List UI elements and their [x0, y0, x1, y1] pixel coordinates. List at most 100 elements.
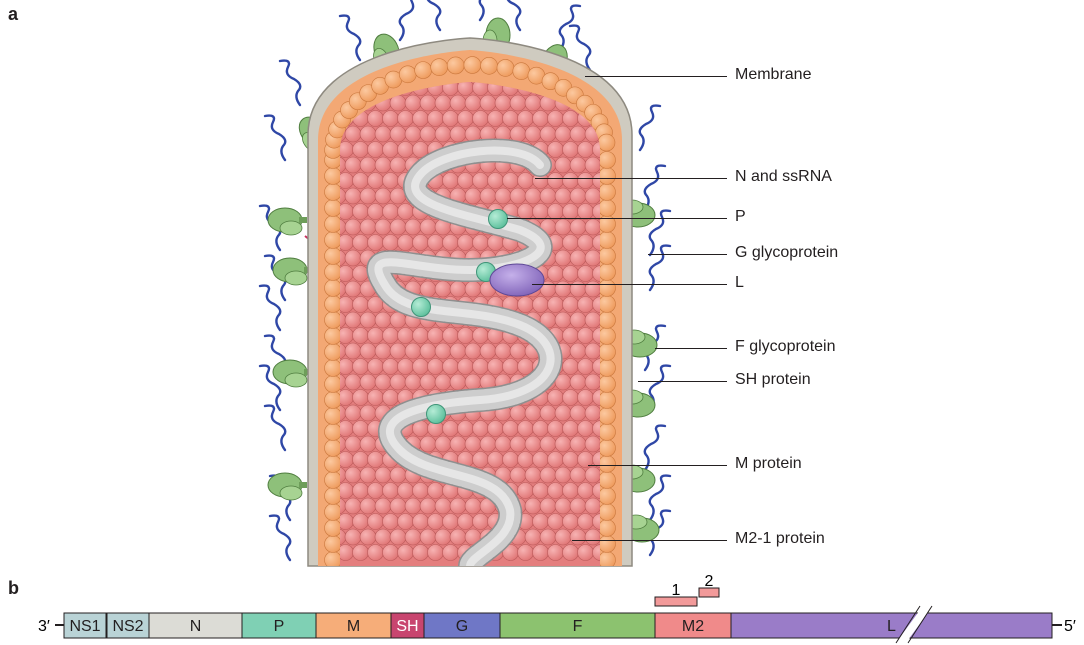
m-protein-sphere — [599, 520, 616, 537]
n-ssrna-leader — [535, 178, 727, 179]
m-protein-sphere — [599, 456, 616, 473]
gene-label-sh: SH — [396, 618, 418, 635]
f-glycoprotein — [273, 360, 312, 387]
m-protein-sphere — [325, 504, 342, 521]
m2-orf-label-2: 2 — [705, 573, 714, 590]
m-protein-sphere — [325, 408, 342, 425]
p-leader — [507, 218, 727, 219]
m-protein-sphere — [325, 200, 342, 217]
m-protein-sphere — [447, 57, 464, 74]
panel-b-letter: b — [8, 578, 19, 599]
m-protein-sphere — [599, 424, 616, 441]
m21-leader — [572, 540, 727, 541]
m-protein-sphere — [431, 59, 448, 76]
m-protein-sphere — [325, 312, 342, 329]
m2-orf-label-1: 1 — [672, 582, 681, 599]
m-protein-sphere — [599, 472, 616, 489]
m-protein-sphere — [325, 552, 342, 569]
label-sh-protein: SH protein — [735, 371, 811, 389]
g-glycoprotein — [640, 106, 660, 150]
membrane-leader — [585, 76, 727, 77]
p-protein — [489, 210, 508, 229]
m-protein-sphere — [599, 280, 616, 297]
m-protein-sphere — [599, 296, 616, 313]
gene-label-l: L — [887, 618, 896, 635]
g-glycoprotein — [645, 166, 665, 210]
m-protein-sphere — [325, 168, 342, 185]
gene-label-p: P — [274, 618, 285, 635]
p-protein — [427, 405, 446, 424]
m-protein-sphere — [325, 424, 342, 441]
gene-label-g: G — [456, 618, 468, 635]
m-protein-sphere — [513, 63, 530, 80]
m-protein-sphere — [325, 488, 342, 505]
m-protein-sphere — [325, 360, 342, 377]
l-leader — [532, 284, 727, 285]
m-protein-sphere — [599, 312, 616, 329]
sh-leader — [638, 381, 727, 382]
label-membrane: Membrane — [735, 66, 811, 84]
m-protein-sphere — [599, 200, 616, 217]
m-protein-sphere — [599, 488, 616, 505]
g-glycoprotein — [340, 16, 360, 60]
m-protein-sphere — [399, 66, 416, 83]
genome-3-prime: 3′ — [38, 618, 50, 635]
gene-label-n: N — [190, 618, 202, 635]
g-glycoprotein — [560, 6, 580, 50]
g-glycoprotein — [270, 516, 290, 560]
m-protein-sphere — [599, 504, 616, 521]
m-protein-sphere — [598, 134, 615, 151]
g-glycoprotein — [260, 286, 280, 330]
m-protein-sphere — [599, 248, 616, 265]
m-protein-sphere — [325, 264, 342, 281]
m-protein-sphere — [325, 184, 342, 201]
m-protein-sphere — [325, 392, 342, 409]
g-glycoprotein — [400, 0, 420, 40]
f-leader — [655, 348, 727, 349]
m-protein-sphere — [599, 344, 616, 361]
label-m2-1-protein: M2-1 protein — [735, 530, 825, 548]
m-protein-sphere — [599, 360, 616, 377]
m-protein-sphere — [599, 264, 616, 281]
l-protein — [490, 264, 544, 296]
gene-label-m2: M2 — [682, 618, 704, 635]
m-protein-sphere — [415, 62, 432, 79]
label-f-glycoprotein: F glycoprotein — [735, 338, 836, 356]
m-protein-sphere — [325, 520, 342, 537]
p-protein — [412, 298, 431, 317]
gene-label-ns2: NS2 — [112, 618, 143, 635]
genome-5-prime: 5′ — [1064, 618, 1076, 635]
m-protein-sphere — [599, 168, 616, 185]
label-m-protein: M protein — [735, 455, 802, 473]
g-glycoprotein — [480, 0, 500, 20]
m-protein-sphere — [325, 472, 342, 489]
g-glycoprotein — [265, 116, 285, 160]
m-protein-sphere — [599, 184, 616, 201]
m-protein-sphere — [325, 344, 342, 361]
gene-label-m: M — [347, 618, 360, 635]
m-protein-sphere — [599, 536, 616, 553]
m-protein-sphere — [325, 216, 342, 233]
m-protein-sphere — [599, 152, 616, 169]
label-p: P — [735, 208, 746, 226]
m-protein-sphere — [464, 57, 481, 74]
g-glycoprotein — [265, 406, 285, 450]
m-protein-sphere — [325, 456, 342, 473]
m-protein-sphere — [325, 536, 342, 553]
gene-label-ns1: NS1 — [69, 618, 100, 635]
m-protein-sphere — [599, 552, 616, 569]
m-protein-sphere — [325, 440, 342, 457]
m-protein-sphere — [599, 440, 616, 457]
m-protein-sphere — [599, 392, 616, 409]
g-glycoprotein — [280, 61, 300, 105]
m-protein-sphere — [481, 57, 498, 74]
m-protein-sphere — [599, 328, 616, 345]
m-protein-sphere — [325, 248, 342, 265]
m-protein-sphere — [497, 59, 514, 76]
m-protein-sphere — [599, 376, 616, 393]
g-leader — [648, 254, 727, 255]
f-glycoprotein — [268, 473, 307, 500]
m-protein-sphere — [599, 408, 616, 425]
